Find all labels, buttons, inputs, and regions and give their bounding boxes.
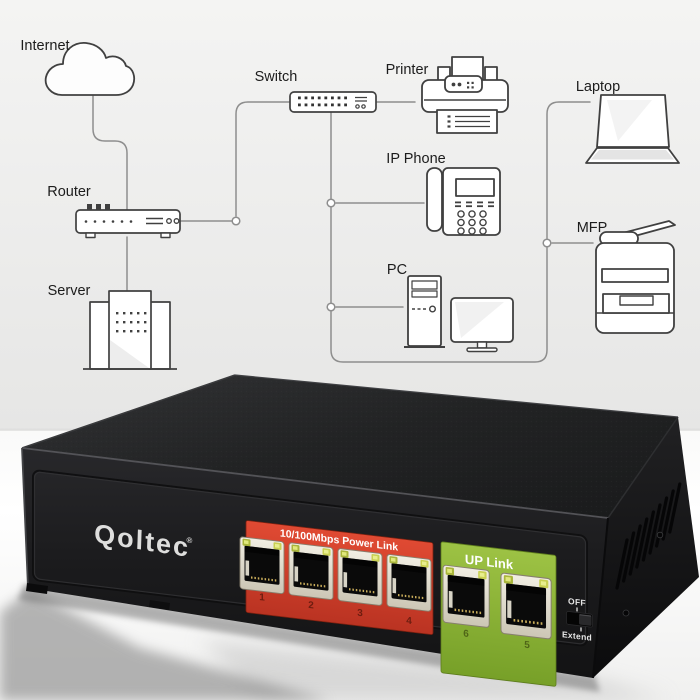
screw-hole [622,609,630,617]
rj45-port [238,535,286,596]
front-panel: Qoltec ® 10/100Mbps Power Link 1 2 3 4 U… [32,469,593,687]
diagram-label-router: Router [47,184,91,200]
poe-port-panel: 10/100Mbps Power Link 1 2 3 4 [238,520,434,635]
internet-cloud-icon [44,42,136,96]
junction-node [326,198,336,208]
printer-icon [421,56,509,134]
junction-node [326,302,336,312]
uplink-port-panel: UP Link 6 5 [440,541,557,687]
ip-phone-icon [426,167,501,236]
rj45-port [441,563,491,629]
diagram-label-switch: Switch [255,69,298,85]
rj45-port [287,541,335,601]
rubber-foot [26,583,48,594]
diagram-label-printer: Printer [386,62,429,78]
server-icon [83,290,177,370]
junction-node [542,238,552,248]
rubber-foot [149,600,170,610]
line-junction-switch [235,101,290,217]
rj45-port [385,553,433,613]
diagram-label-internet: Internet [20,38,69,54]
rj45-port [336,547,384,607]
rj45-port [499,571,553,641]
junction-node [231,216,241,226]
port-number: 3 [357,608,363,620]
router-icon [75,204,181,239]
diagram-label-ip-phone: IP Phone [386,151,445,167]
diagram-label-server: Server [48,283,91,299]
line-main-loop [330,101,591,363]
port-number: 1 [259,592,265,604]
diagram-label-laptop: Laptop [576,79,620,95]
toggle-knob [579,614,592,626]
network-diagram: Internet Router Server Switch Printer IP… [20,38,680,370]
diagram-label-pc: PC [387,262,407,278]
laptop-icon [585,94,680,164]
screw-hole [656,531,664,539]
pc-icon [404,275,514,353]
connection-lines [92,95,594,363]
vent-grille-icon [615,482,682,590]
chassis-edges [21,374,679,679]
toggle-extend-label: Extend [562,629,592,643]
port-number: 4 [406,616,412,628]
chassis-top-texture [22,375,678,518]
port-number: 6 [463,628,469,640]
uplink-panel-label: UP Link [465,552,514,573]
switch-icon [289,91,377,113]
toggle-off-label: OFF [568,596,586,608]
junction-nodes [231,198,552,312]
poe-switch-product: Qoltec ® 10/100Mbps Power Link 1 2 3 4 U… [21,374,699,687]
extend-toggle: OFF Extend [562,596,593,643]
diagram-label-mfp: MFP [577,220,608,236]
line-internet-router [92,95,128,211]
port-number: 2 [308,600,314,612]
port-number: 5 [524,640,530,652]
mfp-icon [595,220,676,334]
brand-registered-mark: ® [186,536,192,546]
